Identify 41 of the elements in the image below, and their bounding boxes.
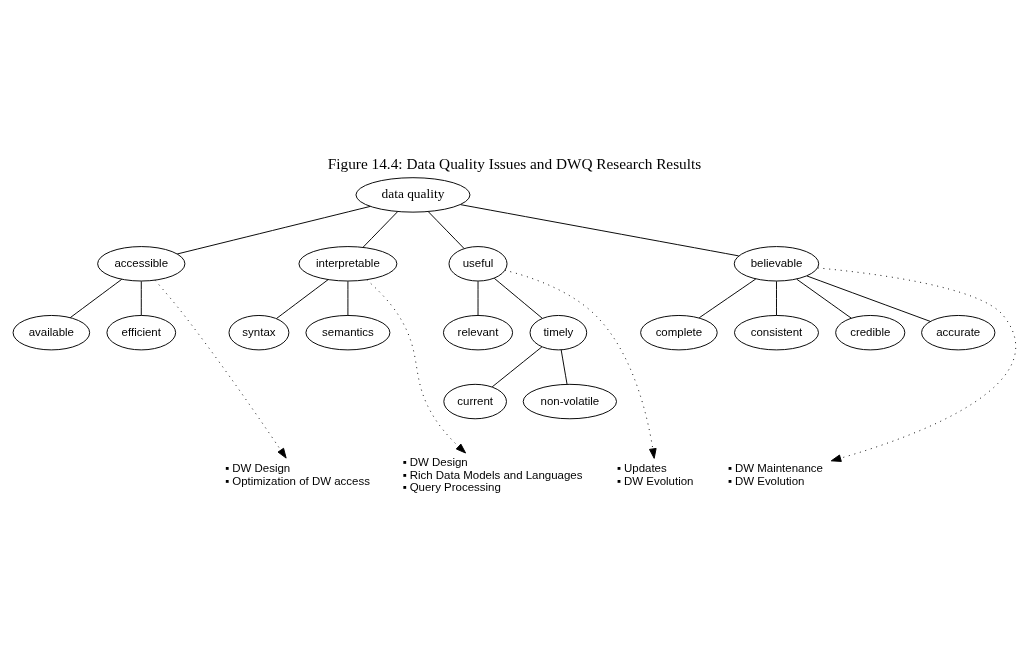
connector bbox=[140, 280, 142, 316]
node-text: ▪ DW Design ▪ Rich Data Models and Languages ▪ Query Processing bbox=[402, 455, 583, 493]
arrow bbox=[154, 279, 287, 459]
arrow bbox=[504, 269, 657, 459]
node-ellipse: available bbox=[12, 314, 91, 350]
node-ellipse: data quality bbox=[355, 176, 471, 213]
node-ellipse: current bbox=[443, 383, 507, 419]
connector bbox=[427, 210, 465, 249]
connector bbox=[362, 210, 399, 248]
diagram-title: Figure 14.4: Data Quality Issues and DWQ Research Results bbox=[327, 154, 702, 172]
node-ellipse: timely bbox=[529, 314, 588, 350]
node-ellipse: accessible bbox=[97, 245, 186, 281]
node-ellipse: syntax bbox=[228, 314, 290, 350]
connector bbox=[69, 278, 123, 318]
node-ellipse: believable bbox=[733, 245, 820, 281]
node-ellipse: efficient bbox=[106, 314, 177, 350]
node-text: ▪ DW Maintenance ▪ DW Evolution bbox=[727, 461, 823, 487]
node-text: ▪ DW Design ▪ Optimization of DW access bbox=[224, 461, 370, 487]
connector bbox=[493, 277, 543, 319]
connector bbox=[698, 277, 757, 318]
connector bbox=[560, 348, 568, 385]
node-ellipse: consistent bbox=[734, 314, 819, 350]
connector bbox=[347, 280, 349, 316]
arrow bbox=[817, 266, 1017, 462]
connector bbox=[806, 275, 931, 322]
node-ellipse: semantics bbox=[305, 314, 391, 350]
connector bbox=[796, 278, 852, 319]
connector bbox=[176, 205, 371, 254]
node-ellipse: accurate bbox=[921, 314, 996, 350]
node-ellipse: credible bbox=[835, 314, 906, 350]
connector bbox=[477, 280, 479, 316]
connector bbox=[491, 345, 543, 387]
node-ellipse: interpretable bbox=[298, 245, 398, 281]
node-ellipse: relevant bbox=[442, 314, 514, 350]
node-ellipse: useful bbox=[448, 245, 508, 281]
connector bbox=[276, 278, 329, 319]
connector bbox=[776, 280, 777, 316]
connector bbox=[460, 203, 740, 256]
node-ellipse: non-volatile bbox=[522, 383, 617, 419]
node-text: ▪ Updates ▪ DW Evolution bbox=[616, 461, 694, 487]
node-ellipse: complete bbox=[640, 314, 718, 350]
